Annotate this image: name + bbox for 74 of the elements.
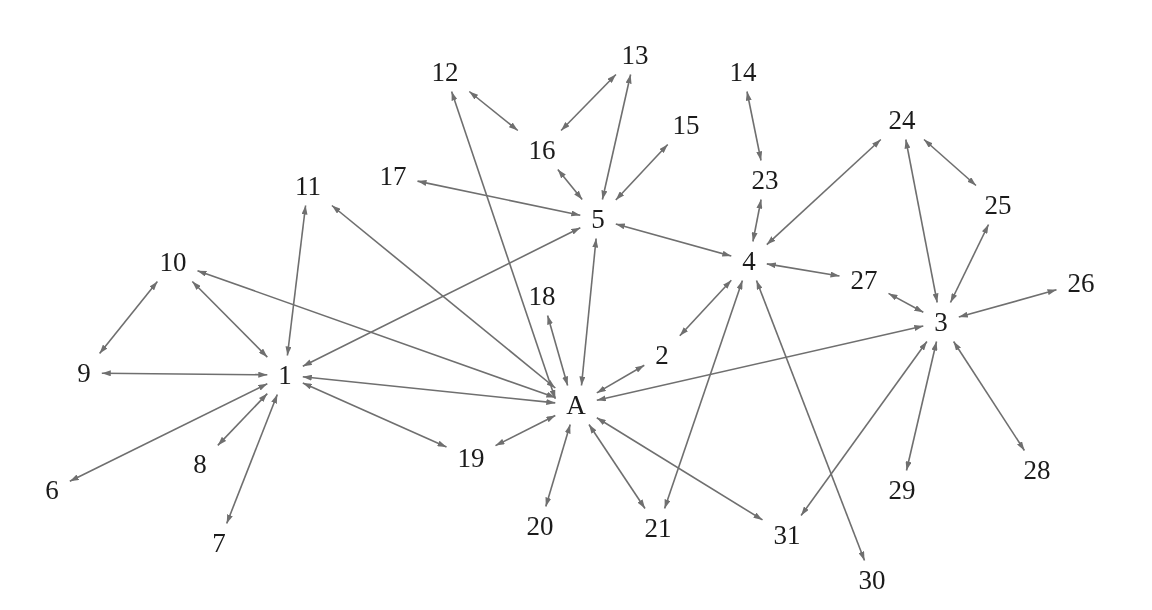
node-label: 18 [528,282,556,310]
arrow [416,180,582,217]
arrow [952,340,1026,452]
node-label: 4 [742,247,756,275]
node-label: 11 [295,172,321,200]
arrow [601,73,632,201]
arrow [450,90,557,400]
arrow [904,138,939,304]
node-label: 17 [379,162,407,190]
node-label: 10 [159,248,187,276]
node-label: 31 [773,521,801,549]
arrow [615,223,733,257]
arrow [679,279,733,337]
arrow [302,382,448,448]
arrow [596,364,646,394]
node-label: 14 [729,58,757,86]
arrow [751,198,763,243]
node-label: 25 [984,191,1012,219]
arrow [596,325,925,402]
arrow [615,143,669,201]
arrow [745,90,763,162]
node-label: 28 [1023,456,1051,484]
arrow [69,383,269,482]
arrow [766,138,882,246]
arrow [302,374,557,405]
arrow [958,289,1058,318]
node-label: 16 [528,136,556,164]
arrow [196,269,557,399]
node-label: 12 [431,58,459,86]
arrow [755,279,866,562]
arrow [101,370,269,378]
arrow [557,168,583,201]
arrow [225,393,279,525]
node-label: 24 [888,106,916,134]
node-label: 8 [193,450,207,478]
node-label: 27 [850,266,878,294]
arrow [579,237,599,387]
node-label: 19 [457,444,485,472]
node-label: A [566,391,586,419]
arrow [596,417,764,521]
arrow [545,423,571,508]
node-label: 26 [1067,269,1095,297]
node-label: 23 [751,166,779,194]
arrow [949,223,990,304]
node-label: 20 [526,512,554,540]
arrow [546,314,569,387]
arrow [905,340,938,472]
arrow [302,227,582,367]
node-label: 13 [621,41,649,69]
arrow [98,280,159,355]
node-label: 29 [888,476,916,504]
node-label: 3 [934,308,948,336]
arrow [191,280,269,358]
node-label: 1 [278,361,292,389]
node-label: 21 [644,514,672,542]
arrow [887,292,925,314]
arrow [923,138,977,187]
arrow [766,262,841,278]
node-label: 5 [591,205,605,233]
node-label: 7 [212,529,226,557]
node-label: 9 [77,359,91,387]
arrow [217,392,269,447]
node-label: 30 [858,566,886,594]
arrow [285,204,308,357]
arrow [331,204,557,389]
node-label: 15 [672,111,700,139]
arrow [663,279,744,510]
arrow [560,73,617,132]
node-label: 6 [45,476,59,504]
arrow [494,414,557,447]
node-label: 2 [655,341,669,369]
arrow [468,90,519,132]
arrow [800,340,928,517]
arrow [588,423,646,510]
